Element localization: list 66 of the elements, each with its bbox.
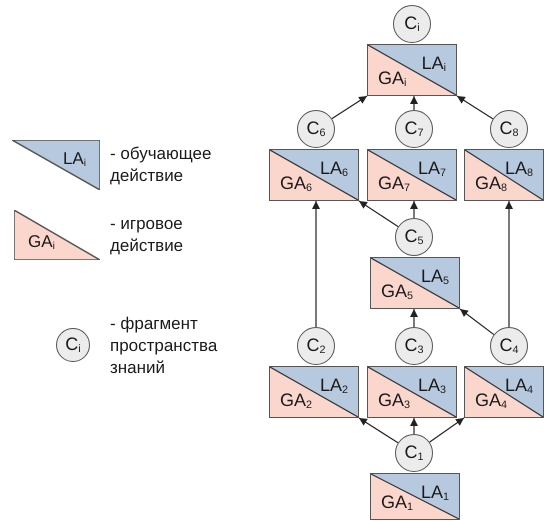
action-box xyxy=(269,366,359,418)
learning-action-triangle xyxy=(12,140,100,190)
knowledge-fragment-circle xyxy=(56,328,90,362)
game-action-label: GA$_{7}$ xyxy=(378,174,410,194)
arrow xyxy=(312,201,320,327)
learning-action-label: LA$_{7}$ xyxy=(418,159,446,179)
circle-label: C$_{1}$ xyxy=(404,443,424,463)
arrow xyxy=(456,96,494,120)
knowledge-fragment-circle xyxy=(395,110,433,148)
game-action-triangle xyxy=(14,210,100,260)
game-action-label: GA$_{2}$ xyxy=(280,391,312,411)
circle-label: C$_{7}$ xyxy=(404,119,424,139)
arrow xyxy=(332,96,368,120)
arrow xyxy=(410,201,418,218)
game-action-label: GA$_{1}$ xyxy=(381,493,414,513)
circle-label: C$_{8}$ xyxy=(499,119,518,139)
arrow xyxy=(505,201,513,327)
game-action-label: GA$_{3}$ xyxy=(378,391,410,411)
circle-label: C$_{3}$ xyxy=(404,336,424,356)
arrow xyxy=(429,418,464,443)
action-box xyxy=(370,473,460,520)
learning-action-label: LA$_{5}$ xyxy=(420,267,449,287)
arrow xyxy=(410,309,418,327)
action-box xyxy=(367,366,457,418)
action-box xyxy=(370,257,460,309)
legend-description: - обучающее действие xyxy=(110,143,212,187)
circle-label: C$_{i}$ xyxy=(404,14,420,34)
circle-label: C$_{6}$ xyxy=(306,119,326,139)
knowledge-fragment-circle xyxy=(395,327,433,365)
action-box xyxy=(464,366,544,418)
action-box xyxy=(367,149,457,201)
knowledge-fragment-circle xyxy=(393,5,431,43)
learning-action-label: LA$_{2}$ xyxy=(320,376,348,396)
knowledge-fragment-circle xyxy=(490,110,528,148)
knowledge-fragment-circle xyxy=(297,327,335,365)
knowledge-fragment-circle xyxy=(490,327,528,365)
legend-description: - игровое действие xyxy=(110,213,184,257)
action-box xyxy=(269,149,359,201)
arrow xyxy=(410,96,418,110)
action-box xyxy=(367,44,457,96)
knowledge-fragment-circle xyxy=(297,110,335,148)
game-action-label: GA$_{8}$ xyxy=(475,174,508,194)
learning-action-label: LA$_{i}$ xyxy=(422,54,446,74)
circle-label: C$_{5}$ xyxy=(404,227,424,247)
game-action-label: GA$_{6}$ xyxy=(280,174,312,194)
knowledge-fragment-circle xyxy=(395,434,433,472)
game-action-label: GA$_{4}$ xyxy=(475,391,508,411)
legend-description: - фрагмент пространства знаний xyxy=(110,313,218,379)
knowledge-fragment-circle xyxy=(395,218,433,256)
arrow xyxy=(358,200,398,228)
arrow xyxy=(460,308,494,336)
game-action-label: GA$_{5}$ xyxy=(381,282,414,302)
action-box xyxy=(464,149,544,201)
arrow xyxy=(358,418,398,444)
circle-label: C$_{i}$ xyxy=(65,335,81,355)
learning-action-label: LA$_{6}$ xyxy=(320,159,348,179)
legend-symbol-label: LA$_{i}$ xyxy=(62,150,86,170)
circle-label: C$_{2}$ xyxy=(306,336,326,356)
arrow xyxy=(410,418,418,434)
learning-action-label: LA$_{3}$ xyxy=(418,376,446,396)
circle-label: C$_{4}$ xyxy=(499,336,518,356)
learning-action-label: LA$_{1}$ xyxy=(420,483,449,503)
learning-action-label: LA$_{8}$ xyxy=(504,159,533,179)
legend-symbol-label: GA$_{i}$ xyxy=(28,232,55,252)
learning-action-label: LA$_{4}$ xyxy=(504,376,533,396)
game-action-label: GA$_{i}$ xyxy=(378,69,406,89)
